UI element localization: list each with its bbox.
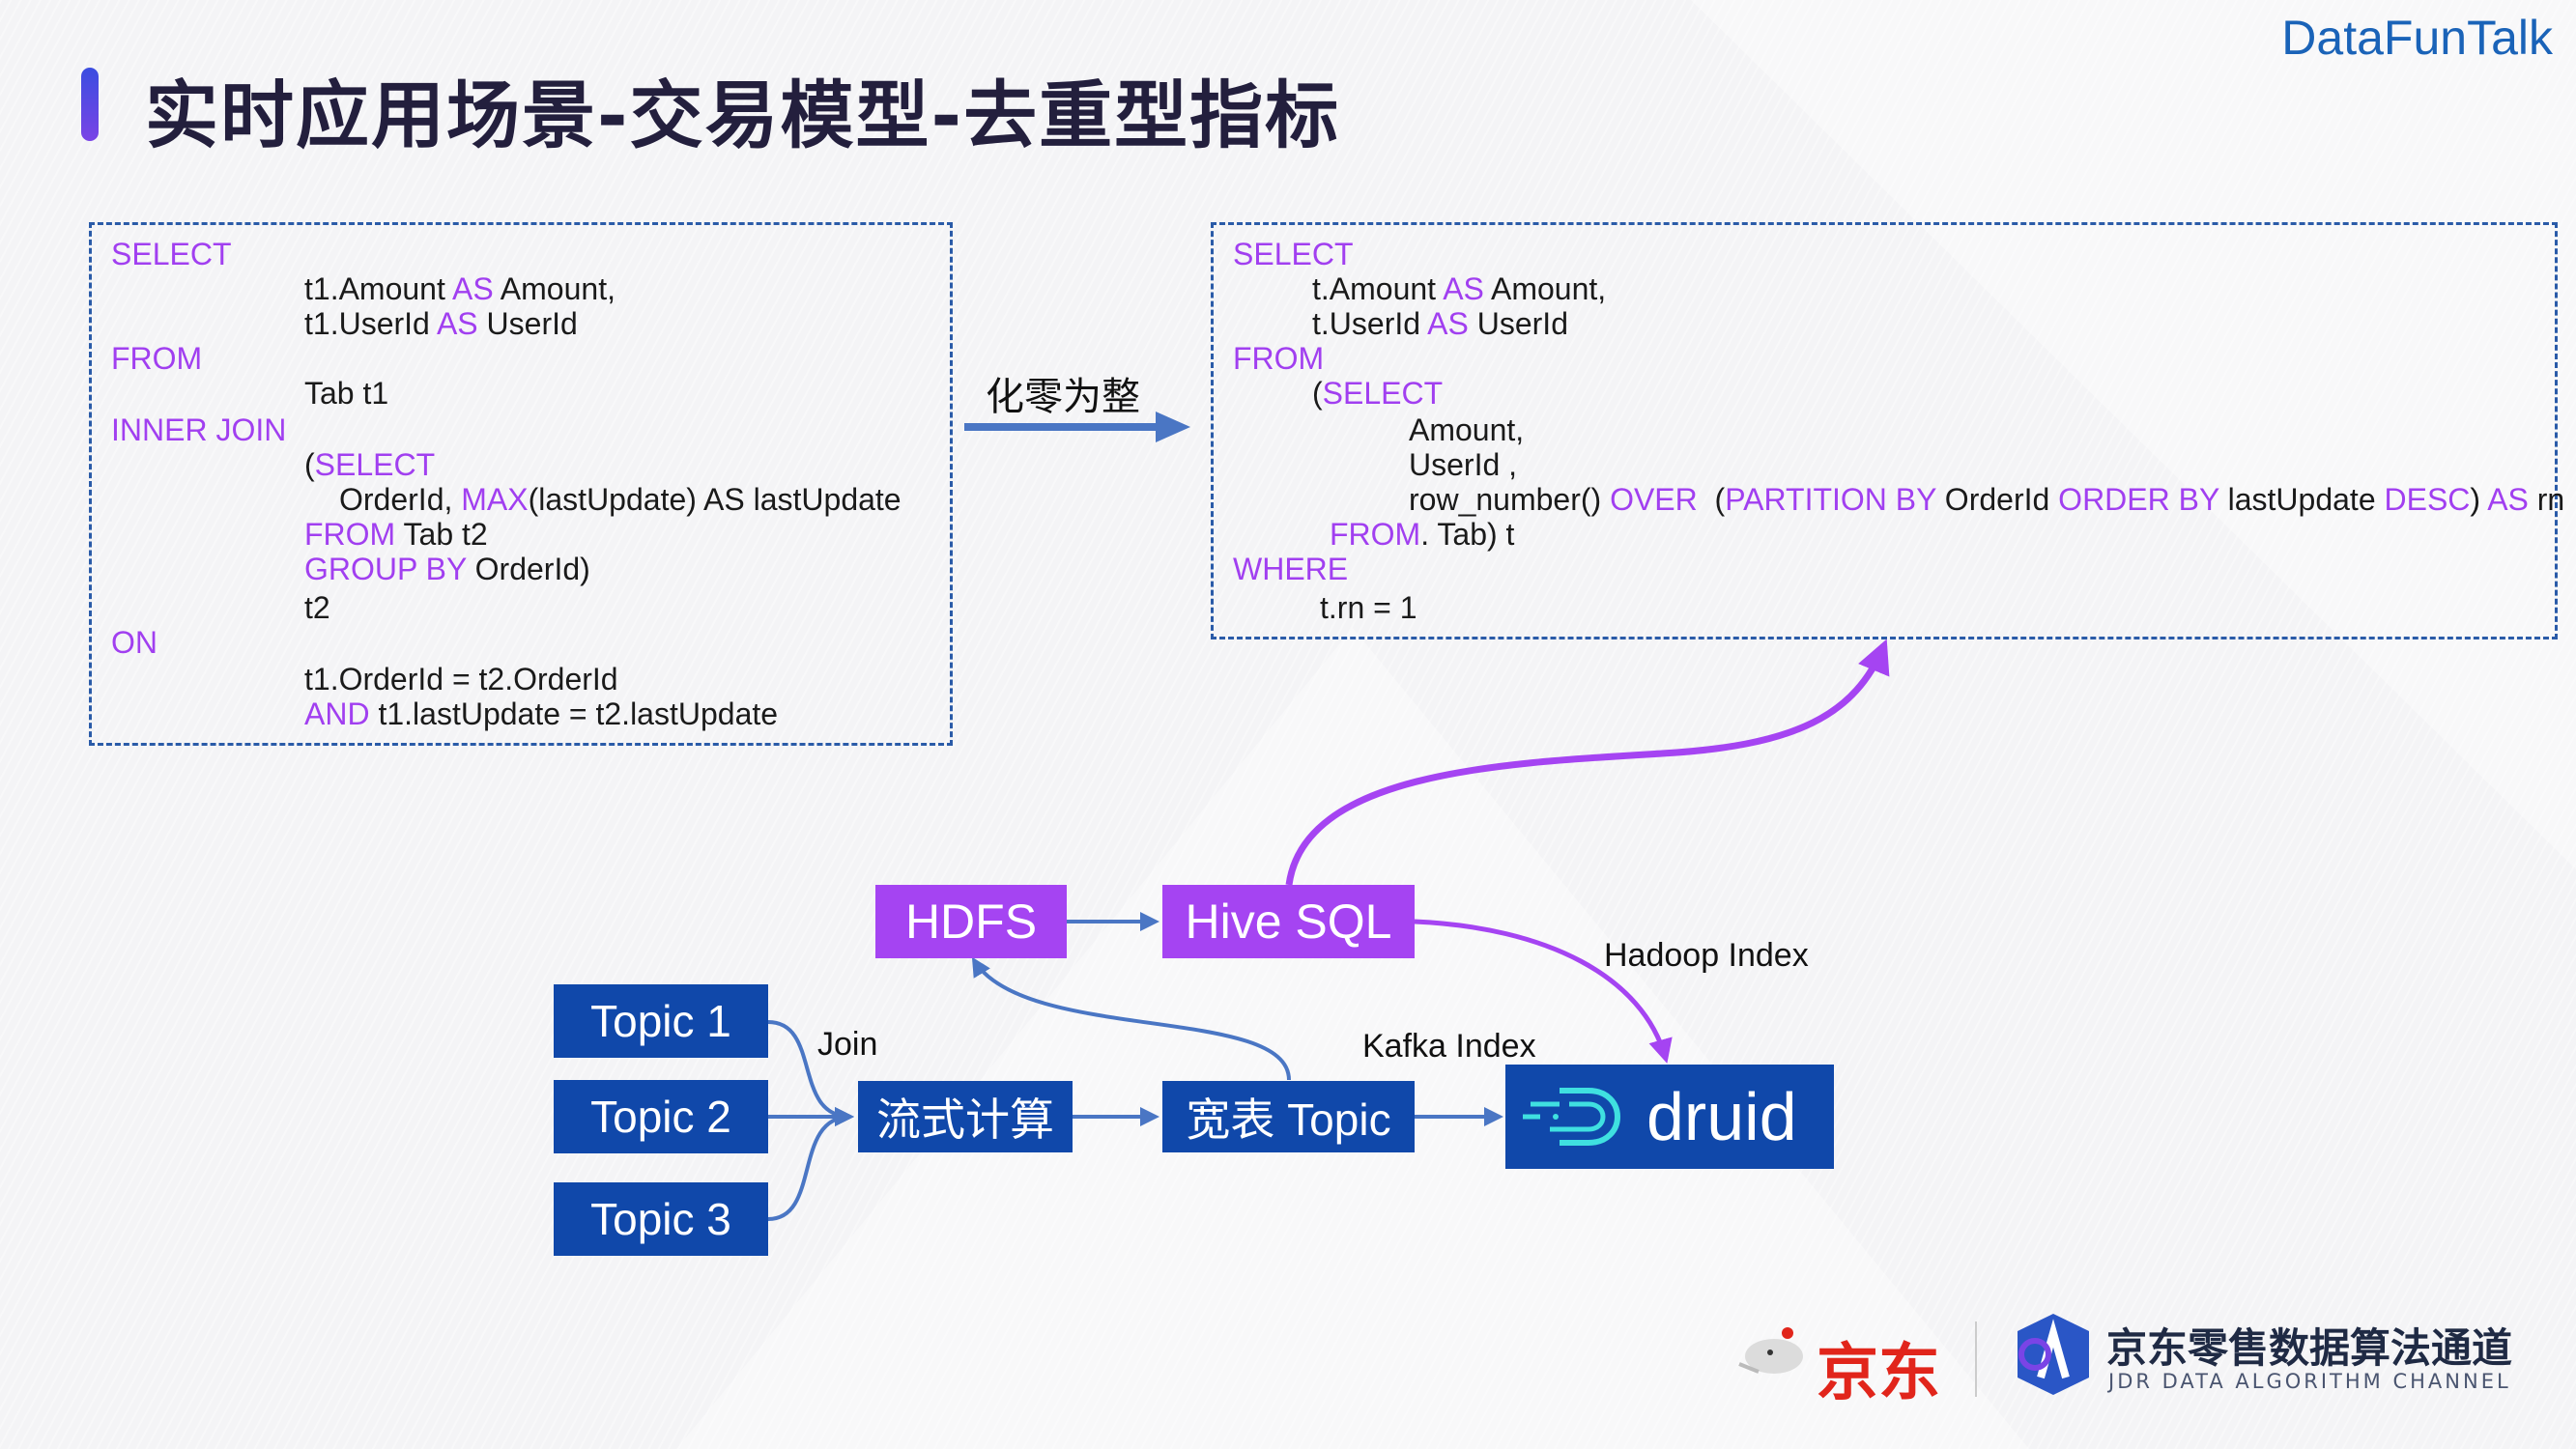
jd-logo-text: 京东 [1817,1338,1940,1409]
sql-line: Amount, [1409,412,1525,447]
topic-3-node: Topic 3 [554,1182,768,1256]
sql-line: INNER JOIN [111,412,287,447]
sql-line: t.rn = 1 [1320,590,1417,625]
sql-line: AND t1.lastUpdate = t2.lastUpdate [304,696,779,731]
druid-logo-icon [1523,1088,1620,1146]
druid-label: druid [1646,1079,1797,1154]
sql-line: SELECT [1233,237,1354,271]
join-label: Join [817,1026,878,1063]
sql-line: ON [111,625,157,660]
transform-label: 化零为整 [986,375,1140,419]
brand-logo: DataFunTalk [2281,11,2553,65]
sql-line: t.Amount AS Amount, [1312,271,1607,306]
sql-line: WHERE [1233,552,1349,586]
wide-topic-node: 宽表 Topic [1162,1081,1415,1152]
right-sql-box: SELECT t.Amount AS Amount, t.UserId AS U… [1211,222,2564,639]
kafka-index-label: Kafka Index [1362,1028,1536,1065]
jd-mascot-icon [1738,1327,1803,1374]
sql-line: FROM. Tab) t [1330,517,1515,552]
sql-line: t1.UserId AS UserId [304,306,578,341]
sql-line: t1.OrderId = t2.OrderId [304,662,618,696]
sql-line: Tab t1 [304,376,389,411]
left-sql-box: SELECT t1.Amount AS Amount, t1.UserId AS… [89,222,953,746]
sql-line: t1.Amount AS Amount, [304,271,615,306]
sql-line: t2 [304,590,330,625]
sql-line: UserId , [1409,447,1518,482]
topic-1-node: Topic 1 [554,984,768,1058]
sql-line: (SELECT [304,447,436,482]
hadoop-index-label: Hadoop Index [1604,937,1809,974]
page-title: 实时应用场景-交易模型-去重型指标 [145,72,1341,158]
footer-divider [1975,1321,1977,1397]
sql-line: row_number() OVER (PARTITION BY OrderId … [1409,482,2565,517]
title-accent-bar [81,68,99,141]
topic-2-node: Topic 2 [554,1080,768,1153]
sql-line: FROM [1233,341,1325,376]
sql-line: FROM [111,341,203,376]
transform-arrow [964,412,1190,442]
sql-line: SELECT [111,237,232,271]
sql-line: GROUP BY OrderId) [304,552,590,586]
sql-line: t.UserId AS UserId [1312,306,1568,341]
stream-compute-node: 流式计算 [858,1081,1073,1152]
jdr-channel-english: JDR DATA ALGORITHM CHANNEL [2108,1370,2511,1393]
sql-line: FROM Tab t2 [304,517,488,552]
sql-line: (SELECT [1312,376,1444,411]
jdr-channel-name: 京东零售数据算法通道 [2106,1324,2513,1372]
jdr-channel-logo-icon [2018,1314,2089,1395]
hdfs-node: HDFS [875,885,1067,958]
druid-node: druid [1505,1065,1834,1169]
sql-line: OrderId, MAX(lastUpdate) AS lastUpdate [339,482,902,517]
hive-sql-node: Hive SQL [1162,885,1415,958]
